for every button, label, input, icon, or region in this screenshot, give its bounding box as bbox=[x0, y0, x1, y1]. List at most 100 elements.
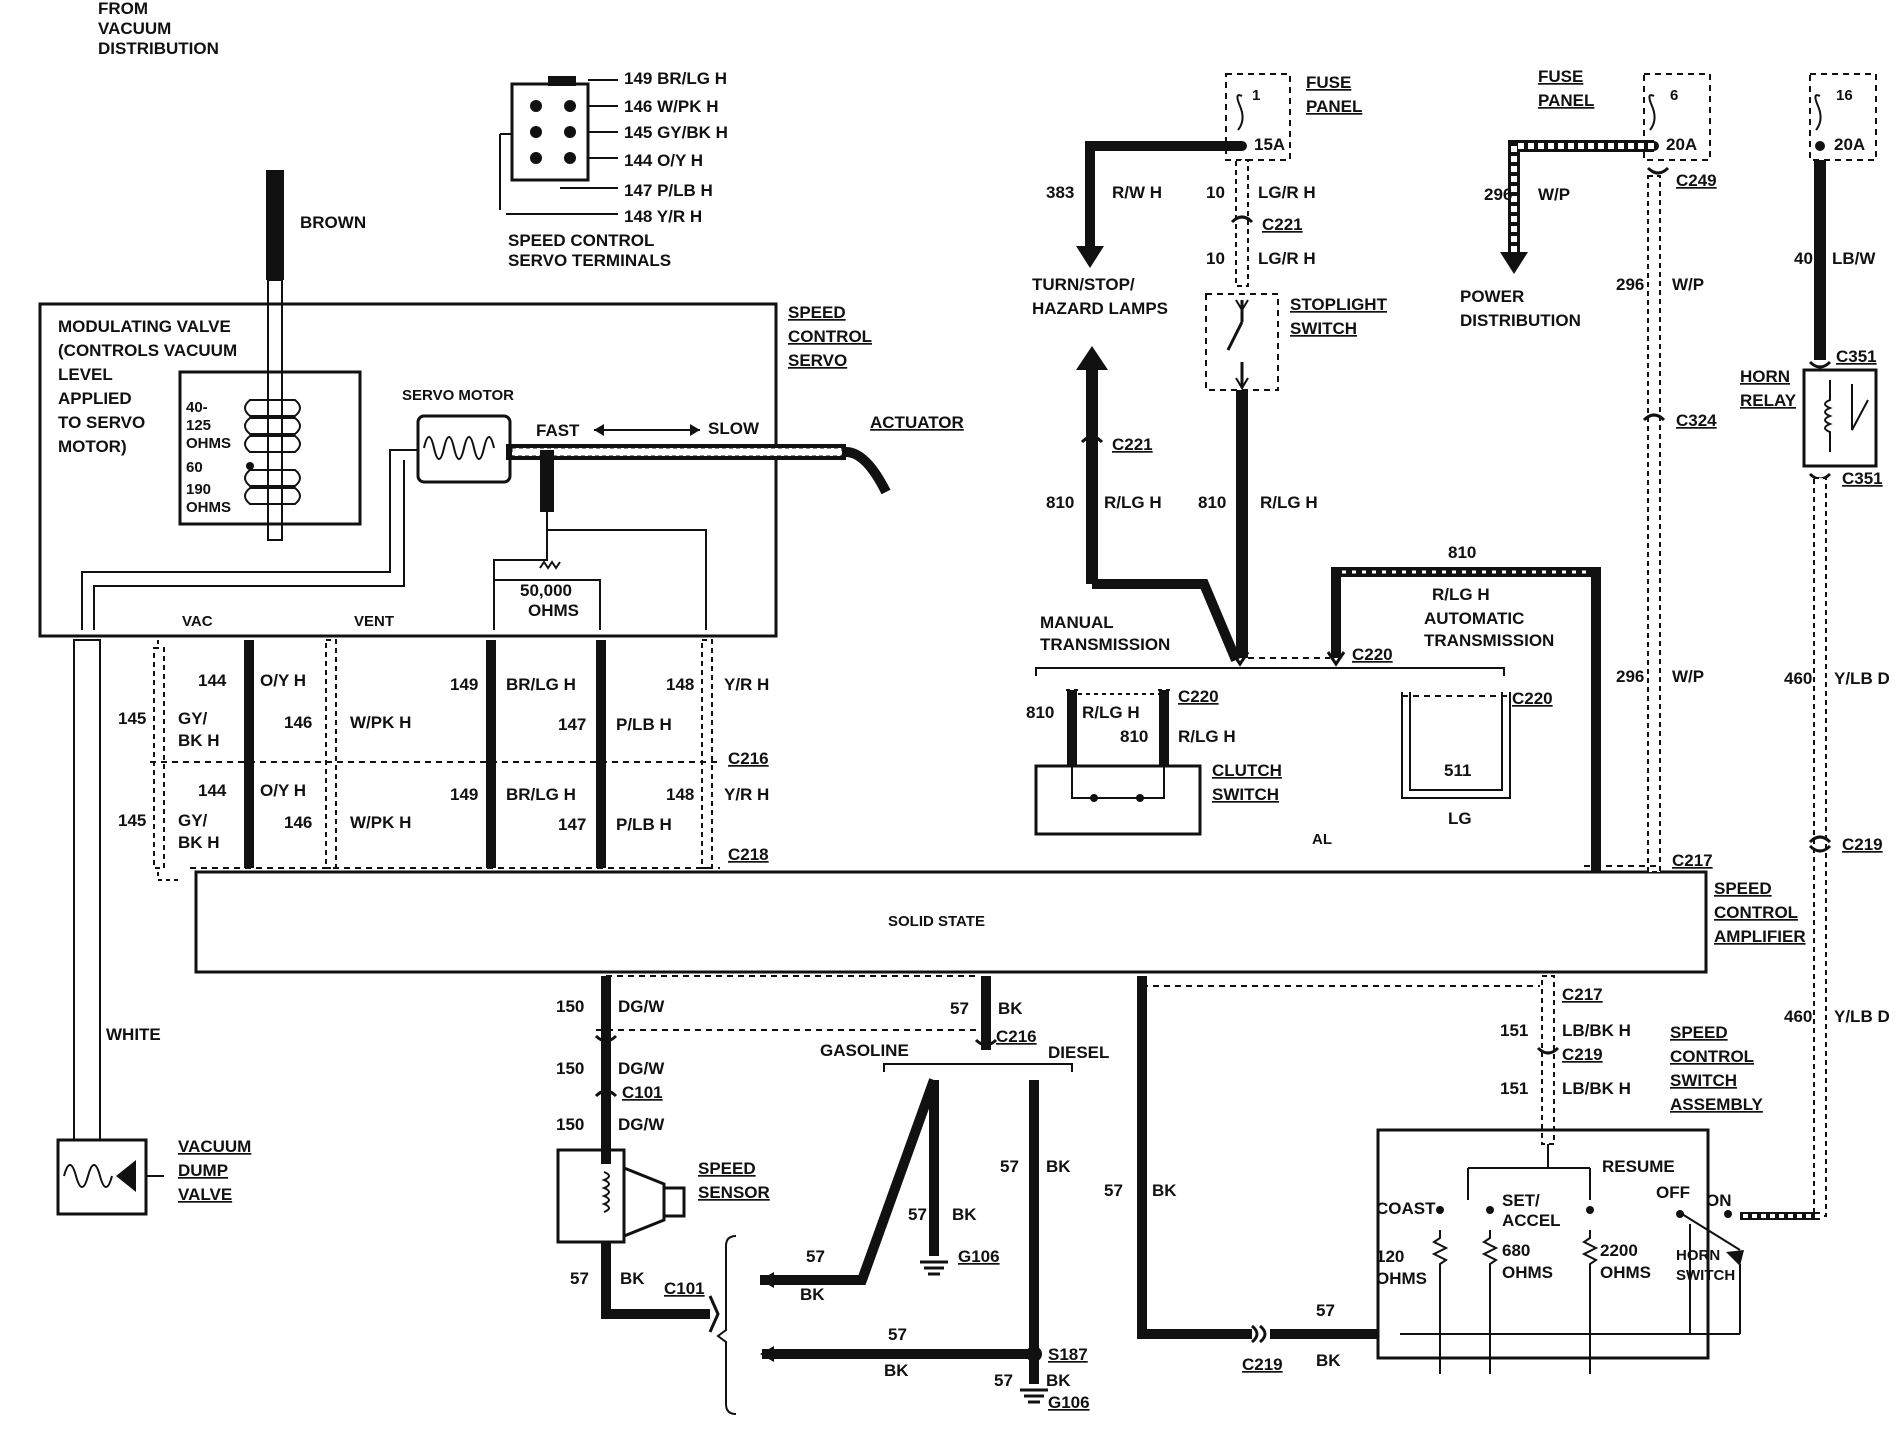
set-accel-label: SET/ bbox=[1502, 1191, 1540, 1210]
fuse-16-amps: 20A bbox=[1834, 135, 1865, 154]
svg-text:151: 151 bbox=[1500, 1079, 1528, 1098]
svg-text:146: 146 bbox=[284, 813, 312, 832]
modulating-coils bbox=[244, 399, 301, 505]
svg-text:C221: C221 bbox=[1262, 215, 1303, 234]
fuse-6-number: 6 bbox=[1670, 87, 1678, 104]
svg-text:SWITCH: SWITCH bbox=[1676, 1267, 1735, 1284]
svg-text:C219: C219 bbox=[1842, 835, 1883, 854]
svg-text:C101: C101 bbox=[622, 1083, 663, 1102]
svg-text:SERVO TERMINALS: SERVO TERMINALS bbox=[508, 251, 671, 270]
svg-text:OHMS: OHMS bbox=[186, 499, 231, 516]
svg-text:(CONTROLS VACUUM: (CONTROLS VACUUM bbox=[58, 341, 237, 360]
svg-text:BK H: BK H bbox=[178, 833, 220, 852]
fuse-1-number: 1 bbox=[1252, 87, 1260, 104]
solid-state-label: SOLID STATE bbox=[888, 913, 985, 930]
splice-s187 bbox=[1026, 1346, 1042, 1362]
jumper-511 bbox=[1401, 692, 1511, 799]
speed-sensor bbox=[556, 1148, 626, 1244]
svg-text:CLUTCH: CLUTCH bbox=[1212, 761, 1282, 780]
svg-text:810: 810 bbox=[1448, 543, 1476, 562]
svg-text:144: 144 bbox=[198, 781, 227, 800]
svg-text:SWITCH: SWITCH bbox=[1212, 785, 1279, 804]
svg-text:40-: 40- bbox=[186, 399, 208, 416]
wire-145 bbox=[153, 647, 165, 869]
fuse-6-box bbox=[1643, 73, 1711, 161]
svg-text:C351: C351 bbox=[1836, 347, 1877, 366]
clutch-switch bbox=[1034, 764, 1202, 836]
svg-text:SENSOR: SENSOR bbox=[698, 1183, 770, 1202]
svg-text:R/LG H: R/LG H bbox=[1178, 727, 1236, 746]
svg-text:810: 810 bbox=[1198, 493, 1226, 512]
wire-151 bbox=[1541, 975, 1555, 1145]
svg-text:144 O/Y H: 144 O/Y H bbox=[624, 151, 703, 170]
distribution-label: DISTRIBUTION bbox=[98, 39, 219, 58]
svg-text:57: 57 bbox=[888, 1325, 907, 1344]
fuse-16-number: 16 bbox=[1836, 87, 1853, 104]
svg-text:680: 680 bbox=[1502, 1241, 1530, 1260]
svg-text:MOTOR): MOTOR) bbox=[58, 437, 127, 456]
svg-text:VALVE: VALVE bbox=[178, 1185, 232, 1204]
svg-text:FUSE: FUSE bbox=[1538, 67, 1583, 86]
svg-text:147 P/LB H: 147 P/LB H bbox=[624, 181, 713, 200]
svg-text:SPEED CONTROL: SPEED CONTROL bbox=[508, 231, 654, 250]
svg-text:383: 383 bbox=[1046, 183, 1074, 202]
horn-relay-label: HORN RELAY bbox=[1740, 367, 1797, 410]
svg-text:AUTOMATIC: AUTOMATIC bbox=[1424, 609, 1524, 628]
svg-text:HAZARD LAMPS: HAZARD LAMPS bbox=[1032, 299, 1168, 318]
svg-text:SWITCH: SWITCH bbox=[1290, 319, 1357, 338]
svg-text:ACCEL: ACCEL bbox=[1502, 1211, 1561, 1230]
svg-text:G106: G106 bbox=[958, 1247, 1000, 1266]
svg-text:BR/LG H: BR/LG H bbox=[506, 675, 576, 694]
vacuum-label: VACUUM bbox=[98, 19, 171, 38]
svg-text:SPEED: SPEED bbox=[1714, 879, 1772, 898]
amplifier-title: SPEED CONTROL AMPLIFIER bbox=[1714, 879, 1806, 946]
svg-text:150: 150 bbox=[556, 1059, 584, 1078]
white-label: WHITE bbox=[106, 1025, 161, 1044]
white-hose bbox=[73, 639, 101, 1141]
svg-text:C216: C216 bbox=[728, 749, 769, 768]
svg-text:BK: BK bbox=[800, 1285, 825, 1304]
al-label: AL bbox=[1312, 831, 1332, 848]
wire-149 bbox=[486, 640, 496, 868]
svg-text:C219: C219 bbox=[1242, 1355, 1283, 1374]
wire-144 bbox=[244, 640, 254, 868]
resistor-120 bbox=[1431, 1230, 1449, 1374]
speed-control-amplifier bbox=[194, 870, 1708, 974]
svg-text:R/LG H: R/LG H bbox=[1104, 493, 1162, 512]
fuse-6-amps: 20A bbox=[1666, 135, 1697, 154]
wire-296-power bbox=[1508, 140, 1654, 258]
dump-valve-label: VACUUM DUMP VALVE bbox=[178, 1137, 251, 1204]
resistor-value: 50,000 bbox=[520, 581, 572, 600]
svg-text:60: 60 bbox=[186, 459, 203, 476]
svg-text:HORN: HORN bbox=[1676, 1247, 1720, 1264]
svg-text:57: 57 bbox=[1104, 1181, 1123, 1200]
resistor-labels: 120 OHMS 680 OHMS 2200 OHMS HORN SWITCH bbox=[1376, 1241, 1735, 1288]
wire-146 bbox=[325, 639, 337, 869]
svg-text:BK: BK bbox=[620, 1269, 645, 1288]
svg-text:810: 810 bbox=[1026, 703, 1054, 722]
servo-title: SPEED CONTROL SERVO bbox=[788, 303, 872, 370]
on-label: ON bbox=[1706, 1191, 1732, 1210]
svg-text:40: 40 bbox=[1794, 249, 1813, 268]
stoplight-switch-label: STOPLIGHT SWITCH bbox=[1290, 295, 1388, 338]
modulating-valve-label: MODULATING VALVE (CONTROLS VACUUM LEVEL … bbox=[58, 317, 237, 456]
svg-text:151: 151 bbox=[1500, 1021, 1528, 1040]
svg-text:145: 145 bbox=[118, 811, 146, 830]
speed-control-switch-assembly bbox=[1376, 1128, 1710, 1360]
svg-text:C221: C221 bbox=[1112, 435, 1153, 454]
wire-147 bbox=[596, 640, 606, 868]
svg-text:OHMS: OHMS bbox=[1600, 1263, 1651, 1282]
svg-text:SWITCH: SWITCH bbox=[1670, 1071, 1737, 1090]
servo-terminal-connector bbox=[510, 82, 590, 182]
svg-text:R/W H: R/W H bbox=[1112, 183, 1162, 202]
fuse-panel-2-label: FUSE PANEL bbox=[1538, 67, 1594, 110]
svg-text:DUMP: DUMP bbox=[178, 1161, 228, 1180]
svg-text:W/PK H: W/PK H bbox=[350, 713, 411, 732]
resistor-50k bbox=[539, 560, 561, 570]
svg-text:BK H: BK H bbox=[178, 731, 220, 750]
svg-text:TO SERVO: TO SERVO bbox=[58, 413, 145, 432]
fast-label: FAST bbox=[536, 421, 580, 440]
svg-text:BK: BK bbox=[1046, 1157, 1071, 1176]
svg-text:AMPLIFIER: AMPLIFIER bbox=[1714, 927, 1806, 946]
svg-text:149: 149 bbox=[450, 675, 478, 694]
